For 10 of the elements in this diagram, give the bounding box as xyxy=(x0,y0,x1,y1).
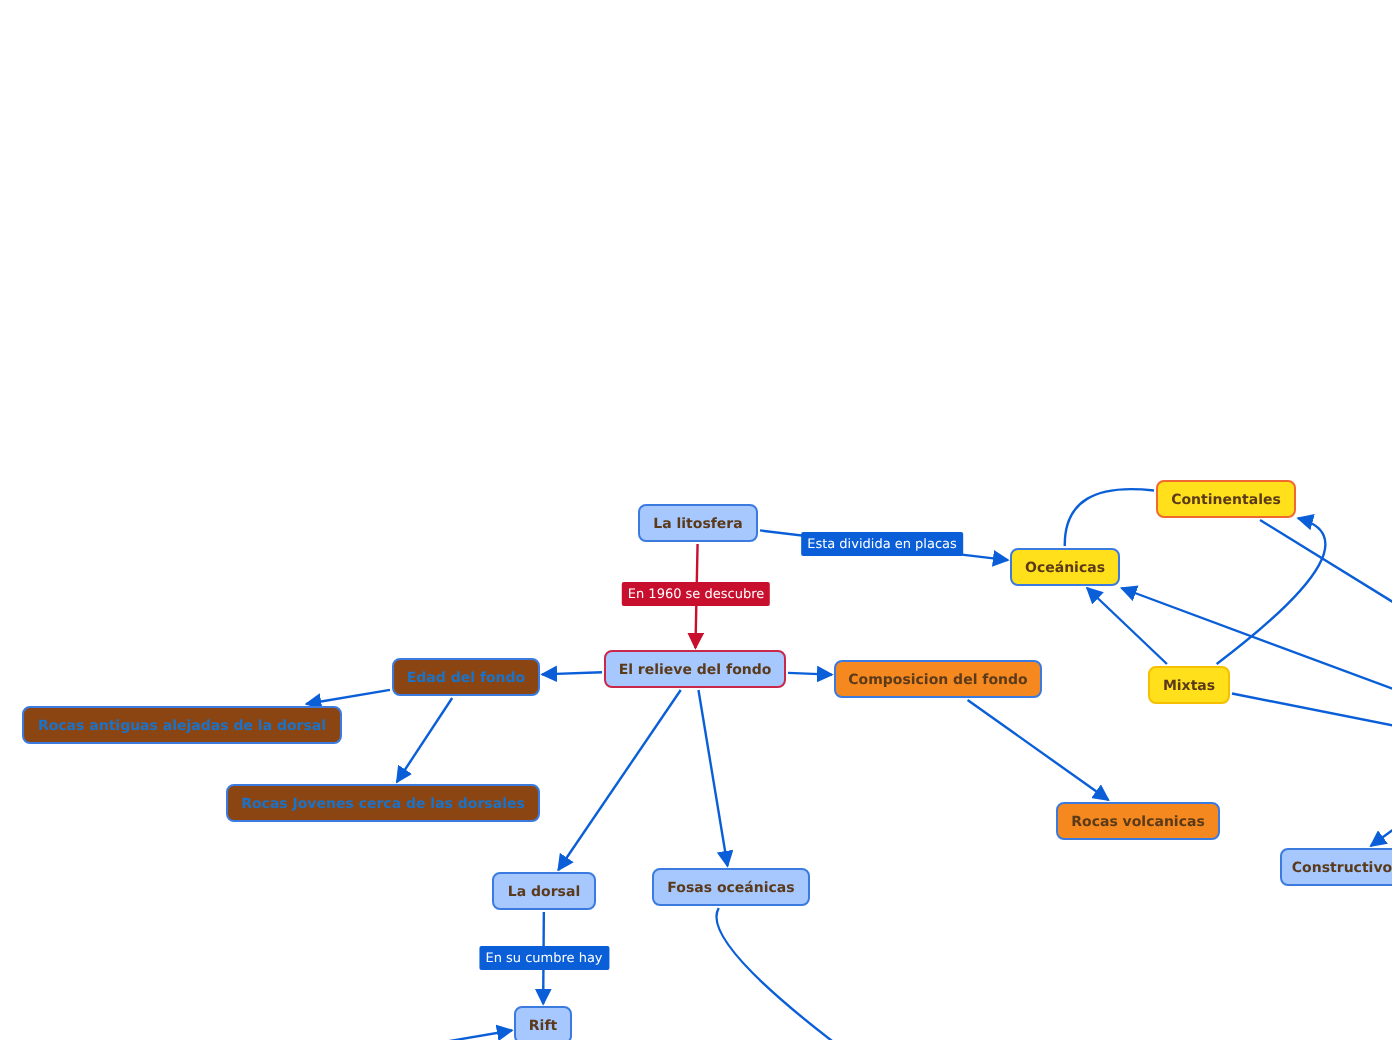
connector-arrow xyxy=(395,697,454,784)
connector-arrow xyxy=(540,665,603,683)
connector-arrow xyxy=(557,689,682,872)
connector-arrow xyxy=(304,688,391,710)
connector-arrow xyxy=(1085,586,1168,665)
connector-arrow xyxy=(966,699,1110,801)
connector-arrow xyxy=(1119,585,1392,692)
connector-arrow xyxy=(697,689,734,868)
connector-arrow xyxy=(1215,515,1327,665)
connector-arrow xyxy=(787,665,834,683)
